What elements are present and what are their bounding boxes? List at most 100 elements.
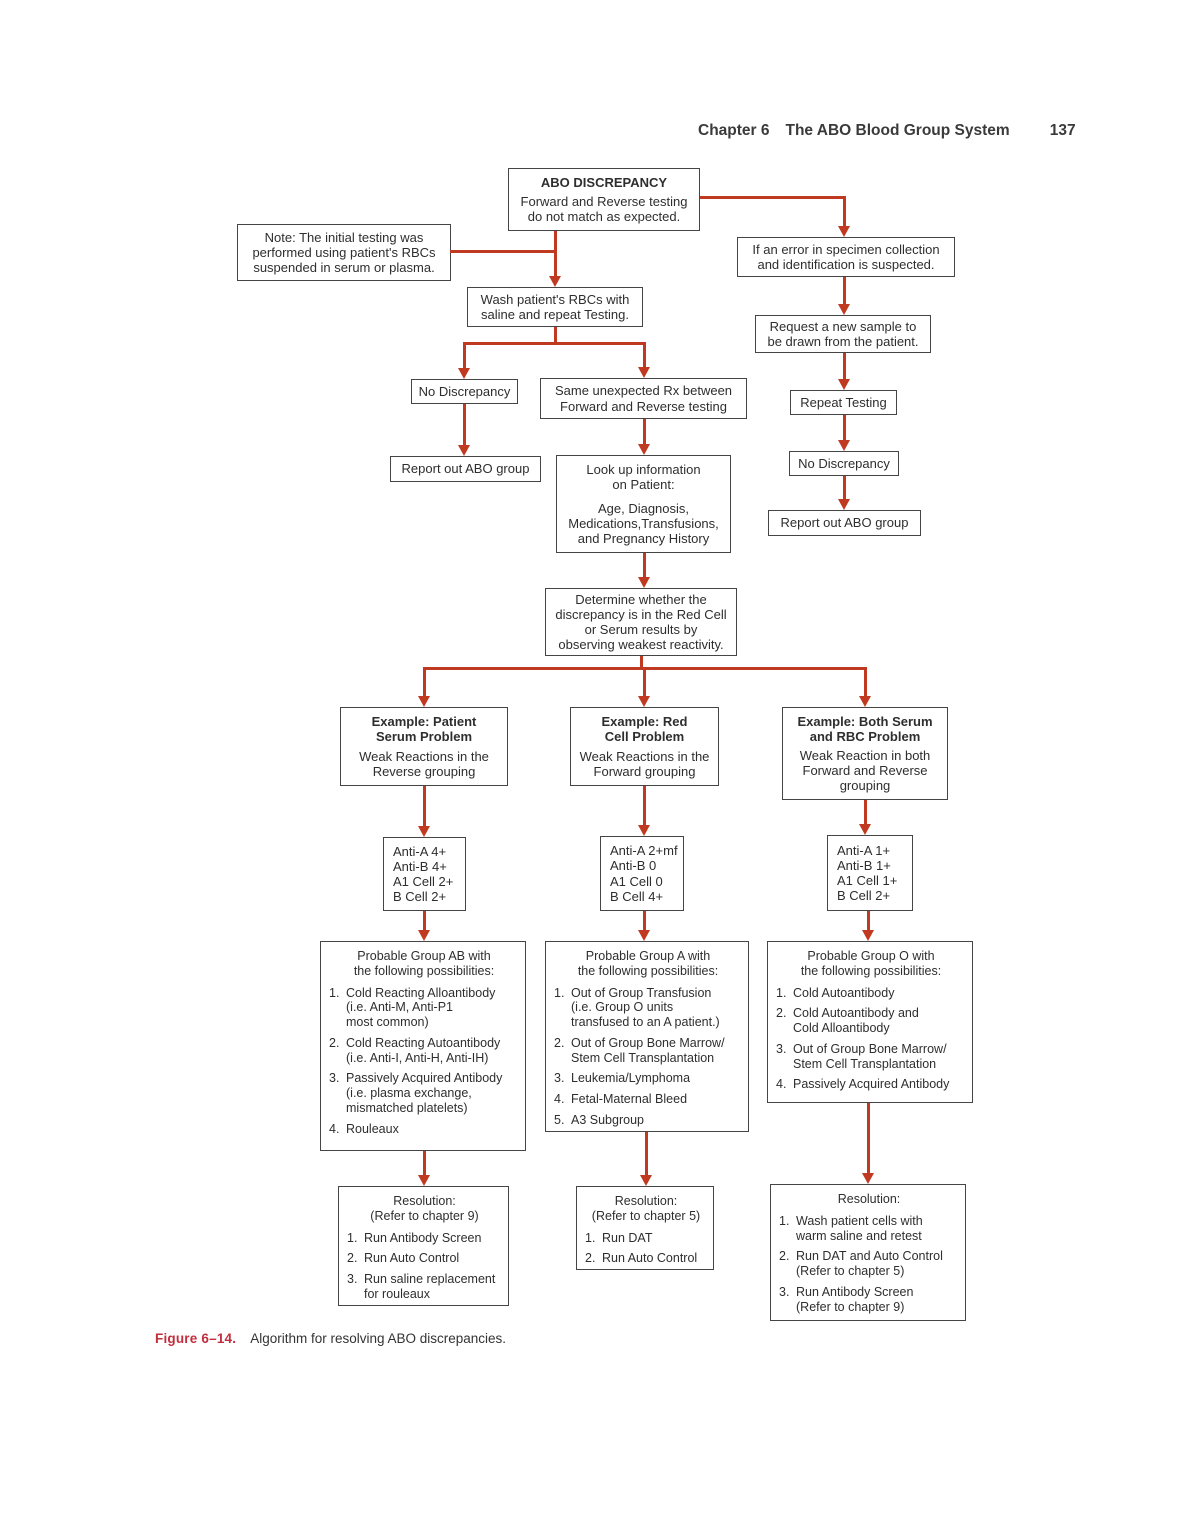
connector-line — [423, 786, 426, 826]
node-text: Report out ABO group — [780, 515, 909, 531]
node-repeat-testing: Repeat Testing — [790, 390, 897, 415]
connector-line — [463, 404, 466, 445]
list-item: 1.Cold Autoantibody — [776, 985, 895, 1000]
list-item: 2.Run Auto Control — [347, 1251, 460, 1266]
node-initial-testing-note: Note: The initial testing was performed … — [237, 224, 451, 281]
arrow-head — [638, 367, 650, 378]
connector-line — [843, 277, 846, 304]
arrow-head — [458, 445, 470, 456]
node-resolution-red-cell: Resolution: (Refer to chapter 5) 1.Run D… — [576, 1186, 714, 1270]
connector-line — [554, 231, 557, 276]
list-item: 5.A3 Subgroup — [554, 1112, 644, 1127]
node-heading: Resolution: (Refer to chapter 9) — [370, 1194, 479, 1223]
arrow-head — [838, 499, 850, 510]
node-resolution-both: Resolution: 1.Wash patient cells with wa… — [770, 1184, 966, 1321]
node-text: Forward and Reverse testing do not match… — [520, 193, 688, 225]
page-header: Chapter 6 The ABO Blood Group System 137 — [698, 122, 1076, 140]
node-specimen-error: If an error in specimen collection and i… — [737, 237, 955, 277]
figure-caption: Figure 6–14. Algorithm for resolving ABO… — [155, 1331, 506, 1346]
connector-line — [867, 1103, 870, 1173]
connector-line — [423, 1151, 426, 1175]
connector-line — [864, 800, 867, 824]
arrow-head — [638, 444, 650, 455]
connector-line — [843, 415, 846, 440]
page-number: 137 — [1049, 122, 1076, 139]
node-title: Example: Patient Serum Problem — [371, 714, 477, 745]
node-text: No Discrepancy — [418, 383, 511, 399]
node-text: Weak Reaction in both Forward and Revers… — [799, 747, 931, 794]
node-no-discrepancy-right: No Discrepancy — [789, 451, 899, 476]
connector-line — [640, 656, 643, 670]
node-heading: Probable Group AB with the following pos… — [353, 949, 495, 978]
node-reactions-both: Anti-A 1+ Anti-B 1+ A1 Cell 1+ B Cell 2+ — [827, 835, 913, 911]
connector-line — [643, 911, 646, 930]
node-list: 1.Cold Reacting Alloantibody (i.e. Anti-… — [329, 986, 519, 1143]
node-example-red-cell-problem: Example: Red Cell Problem Weak Reactions… — [570, 707, 719, 786]
node-resolution-serum: Resolution: (Refer to chapter 9) 1.Run A… — [338, 1186, 509, 1306]
node-heading: Probable Group A with the following poss… — [577, 949, 719, 978]
chapter-title: The ABO Blood Group System — [785, 122, 1010, 139]
arrow-head — [418, 1175, 430, 1186]
node-title: ABO DISCREPANCY — [540, 174, 668, 190]
arrow-head — [418, 696, 430, 707]
arrow-head — [458, 368, 470, 379]
node-lookup-patient-info: Look up information on Patient: Age, Dia… — [556, 455, 731, 553]
list-item: 2.Cold Reacting Autoantibody (i.e. Anti-… — [329, 1035, 501, 1065]
arrow-head — [838, 440, 850, 451]
node-reactions-red-cell: Anti-A 2+mf Anti-B 0 A1 Cell 0 B Cell 4+ — [600, 836, 684, 911]
connector-line — [645, 1132, 648, 1175]
connector-line — [423, 911, 426, 930]
node-wash-rbcs: Wash patient's RBCs with saline and repe… — [467, 287, 643, 327]
list-item: 4.Passively Acquired Antibody — [776, 1077, 950, 1092]
node-list: 1.Wash patient cells with warm saline an… — [779, 1214, 959, 1321]
list-item: 2.Out of Group Bone Marrow/ Stem Cell Tr… — [554, 1035, 725, 1065]
arrow-head — [859, 824, 871, 835]
arrow-head — [859, 696, 871, 707]
connector-line — [864, 667, 867, 696]
node-text: Report out ABO group — [401, 461, 530, 477]
list-item: 3.Run Antibody Screen (Refer to chapter … — [779, 1284, 914, 1314]
list-item: 1.Cold Reacting Alloantibody (i.e. Anti-… — [329, 985, 496, 1030]
arrow-head — [638, 825, 650, 836]
list-item: 2.Run DAT and Auto Control (Refer to cha… — [779, 1249, 943, 1278]
list-item: 1.Run DAT — [585, 1230, 653, 1245]
node-heading: Resolution: — [837, 1192, 901, 1206]
list-item: 1.Wash patient cells with warm saline an… — [779, 1213, 923, 1243]
node-text: Request a new sample to be drawn from th… — [767, 318, 919, 349]
list-item: 3.Passively Acquired Antibody (i.e. plas… — [329, 1071, 503, 1115]
node-title: Example: Both Serum and RBC Problem — [797, 713, 933, 744]
arrow-head — [638, 930, 650, 941]
node-request-new-sample: Request a new sample to be drawn from th… — [755, 315, 931, 353]
node-abo-discrepancy: ABO DISCREPANCY Forward and Reverse test… — [508, 168, 700, 231]
arrow-head — [418, 826, 430, 837]
connector-line — [843, 476, 846, 499]
node-text: Note: The initial testing was performed … — [252, 229, 436, 276]
node-text: Repeat Testing — [800, 394, 887, 410]
connector-line — [843, 196, 846, 226]
figure-label: Figure 6–14. — [155, 1331, 237, 1346]
connector-line — [643, 667, 646, 696]
connector-line — [643, 419, 646, 444]
list-item: 1.Run Antibody Screen — [347, 1230, 482, 1245]
node-title: Example: Red Cell Problem — [601, 714, 688, 745]
arrow-head — [862, 1173, 874, 1184]
arrow-head — [638, 696, 650, 707]
connector-line — [643, 342, 646, 367]
node-text: If an error in specimen collection and i… — [752, 241, 940, 272]
node-text: No Discrepancy — [798, 455, 890, 471]
chapter-label: Chapter 6 — [698, 122, 770, 139]
node-same-unexpected-rx: Same unexpected Rx between Forward and R… — [540, 378, 747, 419]
node-text: Weak Reactions in the Reverse grouping — [359, 748, 489, 779]
list-item: 3.Leukemia/Lymphoma — [554, 1071, 691, 1086]
connector-line — [463, 342, 645, 345]
node-text: Anti-A 2+mf Anti-B 0 A1 Cell 0 B Cell 4+ — [610, 843, 678, 904]
arrow-head — [418, 930, 430, 941]
arrow-head — [638, 577, 650, 588]
node-text: Age, Diagnosis, Medications,Transfusions… — [568, 500, 719, 547]
list-item: 1.Out of Group Transfusion (i.e. Group O… — [554, 985, 720, 1030]
connector-line — [463, 342, 466, 368]
node-probable-group-ab: Probable Group AB with the following pos… — [320, 941, 526, 1151]
